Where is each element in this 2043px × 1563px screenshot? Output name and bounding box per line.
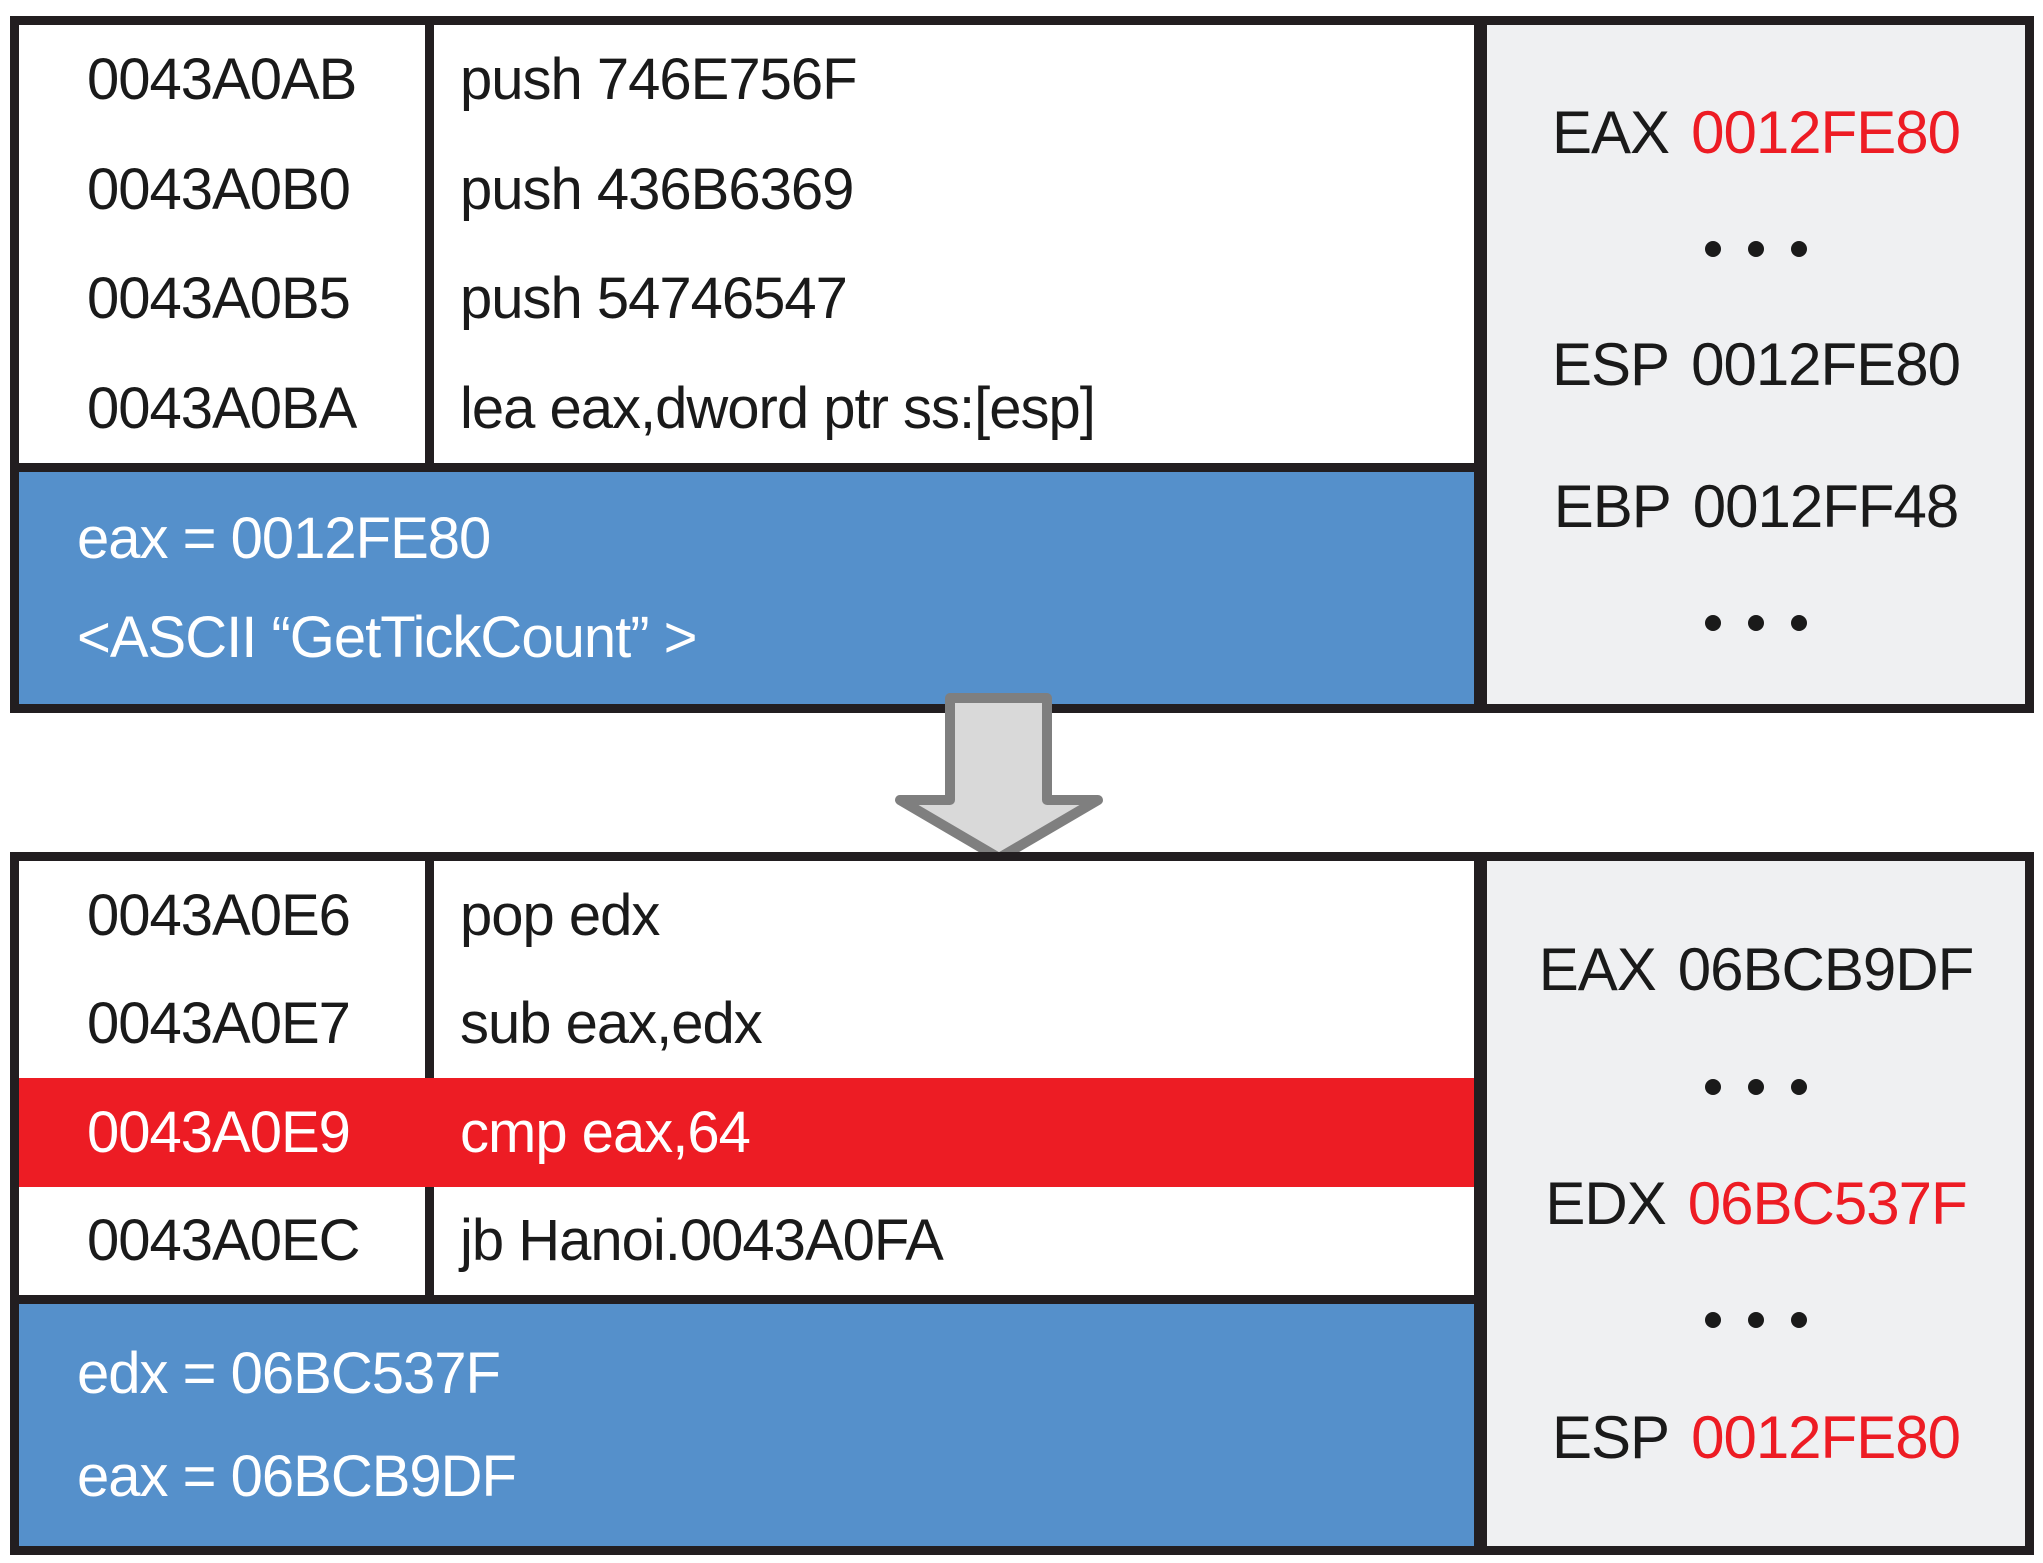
address-cell: 0043A0E7 bbox=[87, 991, 351, 1057]
column-divider bbox=[425, 353, 434, 463]
column-divider bbox=[425, 861, 434, 970]
register-name: ESP bbox=[1552, 1403, 1670, 1471]
dot-icon bbox=[1791, 1312, 1807, 1329]
column-divider bbox=[425, 1078, 434, 1187]
dot-icon bbox=[1791, 614, 1807, 631]
dot-icon bbox=[1748, 1312, 1764, 1329]
dot-icon bbox=[1705, 614, 1721, 631]
ellipsis-dots bbox=[1705, 1312, 1807, 1329]
register-row: EAX 0012FE80 bbox=[1552, 98, 1961, 167]
ellipsis-dots bbox=[1705, 614, 1807, 631]
column-divider bbox=[425, 134, 434, 244]
annotation-line: edx = 06BC537F bbox=[77, 1341, 501, 1406]
dot-icon bbox=[1705, 240, 1721, 257]
bottom-register-box: EAX 06BCB9DF EDX 06BC537F ESP 0012FE80 bbox=[1478, 852, 2034, 1555]
bottom-annotation-band: edx = 06BC537F eax = 06BCB9DF bbox=[19, 1295, 1474, 1546]
address-cell: 0043A0E9 bbox=[87, 1099, 351, 1165]
register-row: EAX 06BCB9DF bbox=[1538, 935, 1975, 1004]
ellipsis-dots bbox=[1705, 1078, 1807, 1095]
register-name: EAX bbox=[1552, 99, 1670, 167]
dot-icon bbox=[1748, 240, 1764, 257]
register-value: 0012FE80 bbox=[1691, 1403, 1961, 1471]
column-divider bbox=[425, 25, 434, 135]
code-row: 0043A0EC jb Hanoi.0043A0FA bbox=[19, 1186, 1474, 1295]
top-disassembly-box: 0043A0AB push 746E756F 0043A0B0 push 436B63… bbox=[10, 16, 1483, 713]
register-value: 0012FF48 bbox=[1692, 473, 1960, 541]
instruction-cell: lea eax,dword ptr ss:[esp] bbox=[460, 375, 1096, 441]
register-name: EDX bbox=[1545, 1169, 1666, 1237]
address-cell: 0043A0E6 bbox=[87, 882, 351, 948]
code-row: 0043A0B5 push 54746547 bbox=[19, 244, 1474, 354]
instruction-cell: push 54746547 bbox=[460, 266, 848, 332]
address-cell: 0043A0B0 bbox=[87, 156, 351, 222]
column-divider bbox=[425, 1186, 434, 1295]
address-cell: 0043A0EC bbox=[87, 1208, 361, 1274]
address-cell: 0043A0BA bbox=[87, 375, 357, 441]
code-row: 0043A0B0 push 436B6369 bbox=[19, 134, 1474, 244]
code-row: 0043A0E9 cmp eax,64 bbox=[19, 1078, 1474, 1187]
address-cell: 0043A0AB bbox=[87, 47, 357, 113]
register-row: ESP 0012FE80 bbox=[1552, 330, 1961, 399]
dot-icon bbox=[1748, 614, 1764, 631]
register-name: ESP bbox=[1552, 330, 1670, 398]
column-divider bbox=[425, 244, 434, 354]
dot-icon bbox=[1705, 1312, 1721, 1329]
top-annotation-band: eax = 0012FE80 <ASCII “GetTickCount” > bbox=[19, 463, 1474, 704]
ellipsis-dots bbox=[1705, 240, 1807, 257]
code-row: 0043A0BA lea eax,dword ptr ss:[esp] bbox=[19, 353, 1474, 463]
instruction-cell: cmp eax,64 bbox=[460, 1099, 751, 1165]
code-row: 0043A0E7 sub eax,edx bbox=[19, 969, 1474, 1078]
code-row: 0043A0AB push 746E756F bbox=[19, 25, 1474, 135]
register-value: 06BCB9DF bbox=[1677, 936, 1974, 1004]
address-cell: 0043A0B5 bbox=[87, 266, 351, 332]
dot-icon bbox=[1791, 240, 1807, 257]
register-row: ESP 0012FE80 bbox=[1552, 1403, 1961, 1472]
instruction-cell: sub eax,edx bbox=[460, 991, 763, 1057]
annotation-line: eax = 06BCB9DF bbox=[77, 1444, 517, 1509]
register-row: EBP 0012FF48 bbox=[1553, 472, 1960, 541]
dot-icon bbox=[1705, 1078, 1721, 1095]
annotation-line: <ASCII “GetTickCount” > bbox=[77, 605, 698, 671]
top-code-rows: 0043A0AB push 746E756F 0043A0B0 push 436B63… bbox=[19, 25, 1474, 463]
column-divider bbox=[425, 969, 434, 1078]
register-name: EBP bbox=[1553, 473, 1672, 541]
bottom-register-panel: EAX 06BCB9DF EDX 06BC537F ESP 0012FE80 bbox=[1487, 861, 2025, 1546]
dot-icon bbox=[1791, 1078, 1807, 1095]
instruction-cell: push 746E756F bbox=[460, 47, 858, 113]
register-name: EAX bbox=[1538, 936, 1657, 1004]
register-value: 06BC537F bbox=[1687, 1169, 1968, 1237]
instruction-cell: pop edx bbox=[460, 882, 660, 948]
dot-icon bbox=[1748, 1078, 1764, 1095]
register-row: EDX 06BC537F bbox=[1545, 1169, 1968, 1238]
annotation-line: eax = 0012FE80 bbox=[77, 505, 491, 571]
register-value: 0012FE80 bbox=[1691, 99, 1961, 167]
register-value: 0012FE80 bbox=[1691, 330, 1961, 398]
code-row: 0043A0E6 pop edx bbox=[19, 861, 1474, 970]
instruction-cell: push 436B6369 bbox=[460, 156, 854, 222]
instruction-cell: jb Hanoi.0043A0FA bbox=[460, 1208, 944, 1274]
